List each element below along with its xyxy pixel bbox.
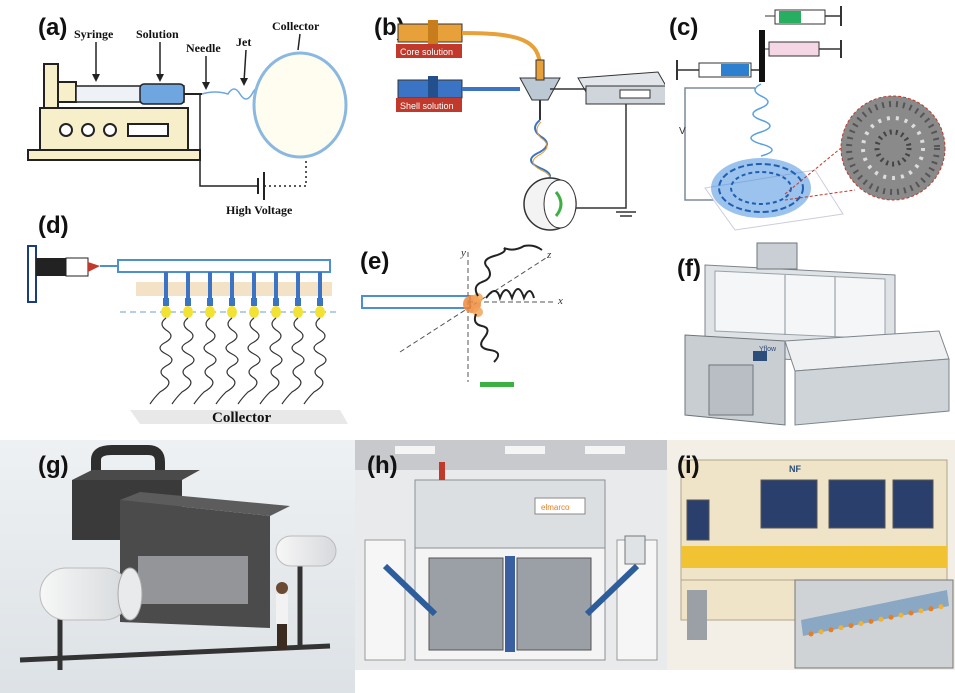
spinneret-tip [838,625,844,631]
panel-c-diagram: V [676,6,946,231]
high-voltage-label: High Voltage [226,203,293,217]
panel-d: (d) Collector [0,210,360,440]
panel-g: (g) [0,440,355,693]
syringe-label: Syringe [74,27,114,41]
panel-i: NF (i) [667,440,955,670]
collector-label: Collector [212,410,271,426]
panel-b-diagram: Core solution Shell solution [396,20,665,231]
needle-label: Needle [186,41,221,55]
spinneret-tip [898,612,904,618]
nozzle [237,272,261,405]
axis-z-label: z [546,249,552,261]
spinneret-tip [938,604,944,610]
panel-i-machine: NF [667,440,955,670]
panel-i-label: (i) [677,452,700,479]
panel-e: (e) x y z [360,232,665,432]
panel-c-label: (c) [669,14,699,41]
panel-g-machine [0,440,355,693]
nozzle [193,272,217,405]
shell-solution-label: Shell solution [400,101,454,111]
panel-d-nozzles [149,272,327,405]
nozzle [259,272,283,405]
panel-f-label: (f) [677,255,701,282]
solution-label: Solution [136,27,179,41]
spinneret-tip [868,618,874,624]
spinneret-tip [808,631,814,637]
panel-c: (c) V [665,0,955,235]
nozzle [215,272,239,405]
panel-e-label: (e) [360,248,390,275]
f-brand-text: Yflow [759,346,777,353]
panel-a-diagram: Syringe Solution Needle Jet Collector Hi… [27,19,348,217]
nozzle [149,272,173,405]
collector-label: Collector [272,19,320,33]
nozzle [171,272,195,405]
spinneret-tip [818,629,824,635]
panel-a-label: (a) [38,14,68,41]
panel-h-label: (h) [367,452,398,479]
jet-label: Jet [236,35,251,49]
i-brand-text: NF [789,464,801,474]
voltage-symbol: V [679,126,686,137]
panel-i-spinnerets [808,604,944,637]
spinneret-tip [908,610,914,616]
spinneret-tip [888,614,894,620]
spinneret-tip [858,621,864,626]
panel-h-machine: elmarco [355,440,667,670]
nozzle [281,272,305,405]
panel-d-label: (d) [38,212,69,239]
axis-y-label: y [460,247,466,259]
spinneret-tip [878,616,884,622]
h-brand-text: elmarco [541,503,570,512]
spinneret-tip [918,608,924,614]
spinneret-tip [928,606,934,612]
panel-a: (a) Syringe Solution [0,0,360,225]
panel-e-diagram: x y z [361,244,563,387]
axis-x-label: x [557,295,563,307]
panel-b: (b) Core solution Shell solution [360,0,665,232]
core-solution-label: Core solution [400,47,453,57]
panel-f: (f) Yflow [665,235,955,440]
spinneret-tip [848,623,854,629]
panel-f-machine: Yflow [684,242,950,426]
panel-g-label: (g) [38,452,69,479]
panel-h: elmarco (h) [355,440,667,670]
spinneret-tip [828,627,834,633]
nozzle [303,272,327,405]
